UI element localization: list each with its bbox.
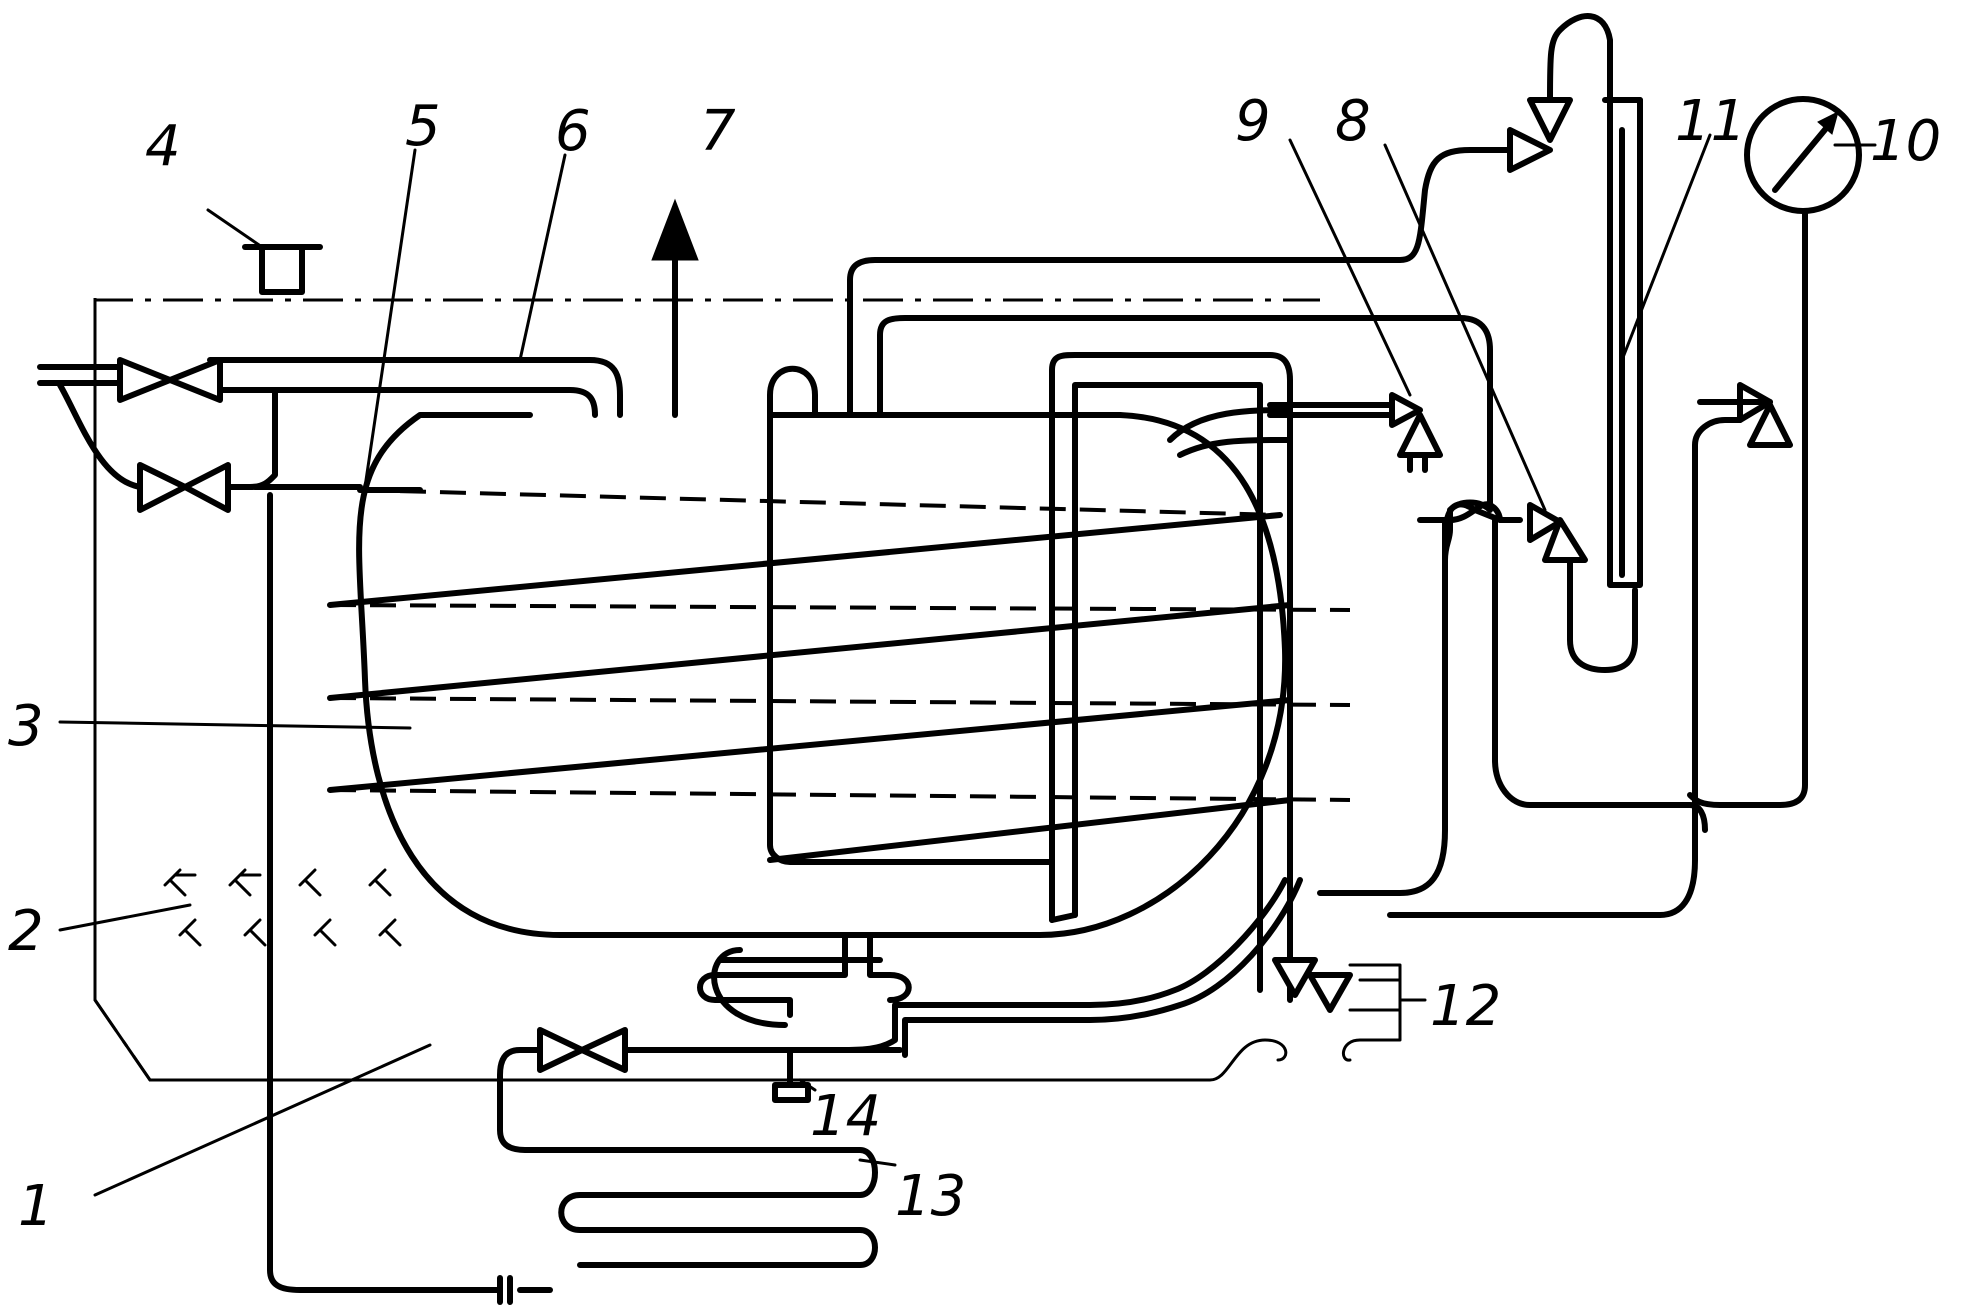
label-10: 10 <box>1870 109 1941 174</box>
right-wall-pipe <box>1167 407 1293 458</box>
inner-chamber <box>767 365 1053 865</box>
label-11: 11 <box>1675 89 1746 154</box>
label-12: 12 <box>1430 974 1501 1039</box>
label-2: 2 <box>8 899 44 964</box>
pressure-gauge-10 <box>1387 96 1862 918</box>
inlet-pipe-6 <box>37 357 623 418</box>
drain-valves-12 <box>1272 957 1427 1013</box>
label-4: 4 <box>145 114 181 179</box>
label-6: 6 <box>555 99 591 164</box>
part-labels: 1 2 3 4 5 6 7 8 9 10 11 12 13 14 <box>8 89 1941 1239</box>
outlet-arrow-7 <box>651 198 699 418</box>
label-3: 3 <box>8 694 44 759</box>
label-9: 9 <box>1235 89 1271 154</box>
outer-housing <box>93 298 1402 1082</box>
label-5: 5 <box>405 94 441 159</box>
label-14: 14 <box>810 1084 881 1149</box>
main-vessel <box>356 412 1289 938</box>
label-7: 7 <box>700 99 736 164</box>
bottom-loop <box>697 877 1303 1058</box>
heating-coils <box>327 488 1351 863</box>
insulation-marks <box>163 868 402 947</box>
top-fitting <box>242 244 323 295</box>
label-13: 13 <box>895 1164 966 1229</box>
dip-tube <box>1049 352 1293 1003</box>
inlet-valves <box>57 357 553 1305</box>
leader-lines <box>58 133 1877 1197</box>
drain-coil-13 <box>497 1027 903 1268</box>
thermometer-11 <box>1547 13 1643 673</box>
right-loop-pipe <box>1317 501 1708 896</box>
label-8: 8 <box>1335 89 1371 154</box>
label-1: 1 <box>18 1174 54 1239</box>
safety-valves <box>1389 97 1793 563</box>
